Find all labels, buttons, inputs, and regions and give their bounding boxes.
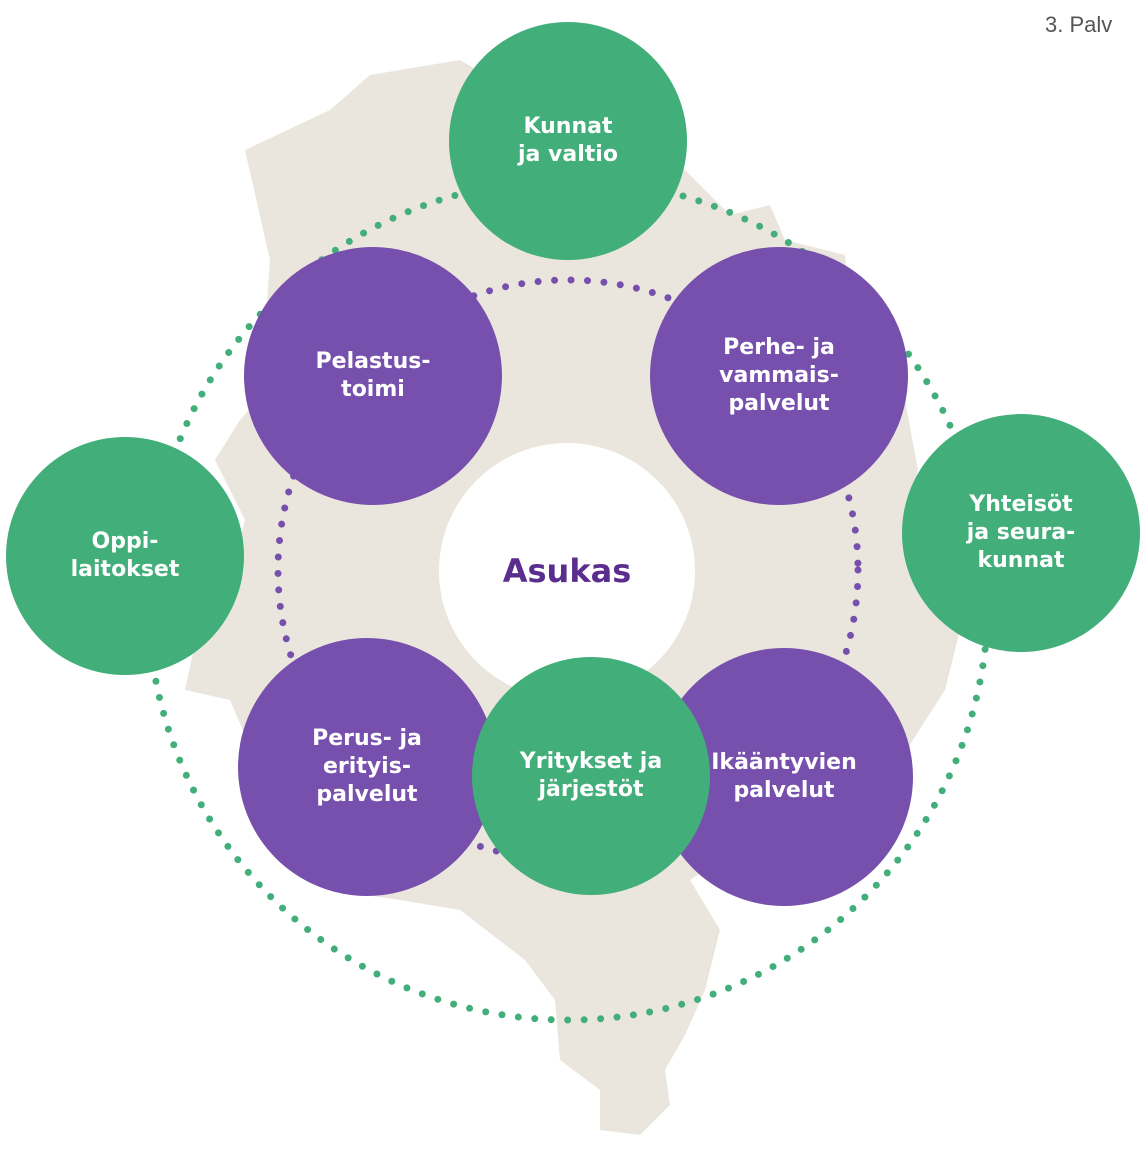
inner-node-pelastustoimi: Pelastus- toimi (244, 247, 502, 505)
outer-node-kunnat-ja-valtio: Kunnat ja valtio (449, 22, 687, 260)
node-label: Ikääntyvien palvelut (711, 750, 857, 803)
inner-dotted-ring (274, 276, 862, 864)
node-label: Yritykset ja järjestöt (519, 749, 663, 802)
node-label: Perhe- ja vammais- palvelut (719, 335, 839, 416)
node-label: Kunnat ja valtio (518, 114, 618, 167)
node-label: Yhteisöt ja seura- kunnat (966, 492, 1076, 573)
inner-node-perhe-ja-vammaispalvelut: Perhe- ja vammais- palvelut (650, 247, 908, 505)
outer-node-oppilaitokset: Oppi- laitokset (6, 437, 244, 675)
outer-node-yhteisot-ja-seurakunnat: Yhteisöt ja seura- kunnat (902, 414, 1140, 652)
node-label: Oppi- laitokset (70, 529, 180, 582)
node-label: Perus- ja erityis- palvelut (312, 726, 422, 807)
center-node-asukas: Asukas (439, 443, 695, 699)
corner-label: 3. Palv (1045, 12, 1113, 37)
node-label: Pelastus- toimi (315, 349, 431, 402)
center-node-label: Asukas (502, 552, 632, 590)
inner-node-perus-ja-erityispalvelut: Perus- ja erityis- palvelut (238, 638, 496, 896)
outer-node-yritykset-ja-jarjestot: Yritykset ja järjestöt (472, 657, 710, 895)
